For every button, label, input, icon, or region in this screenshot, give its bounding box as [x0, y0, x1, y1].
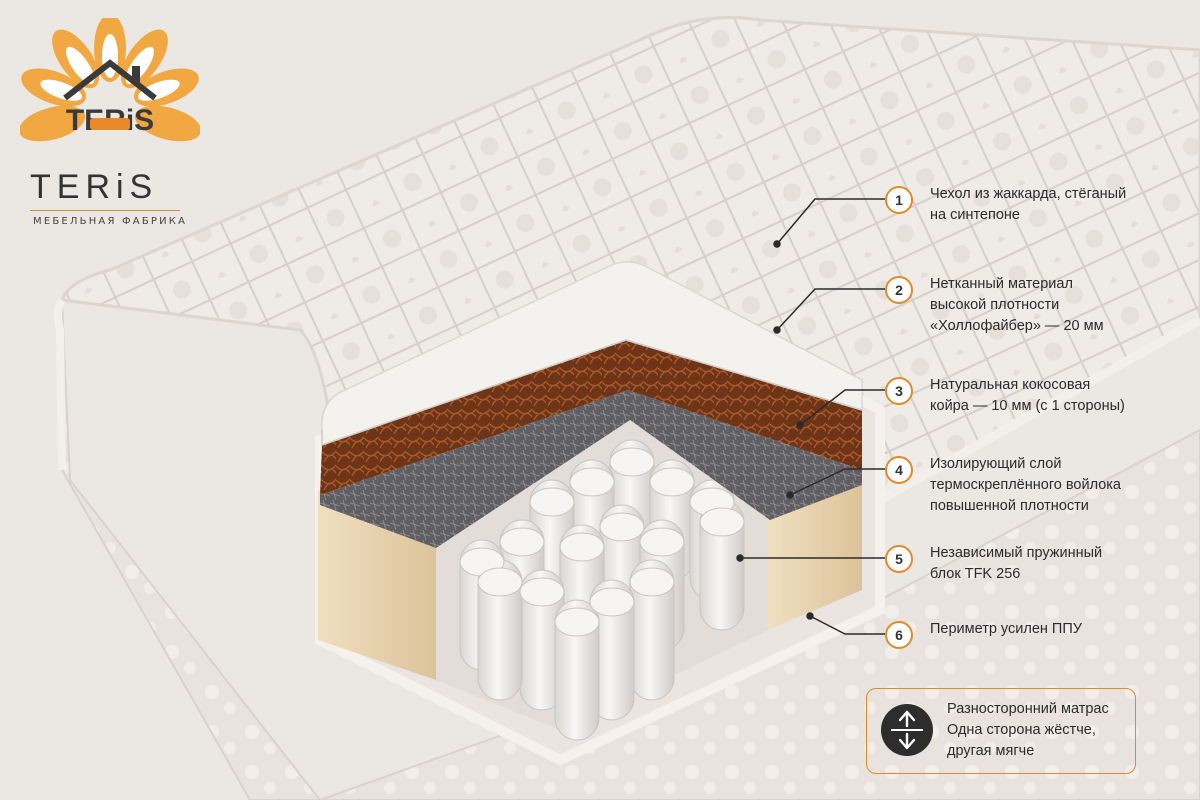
- flip-arrows-icon: [881, 704, 933, 756]
- brand-subtitle: МЕБЕЛЬНАЯ ФАБРИКА: [33, 216, 188, 227]
- brand-wordmark: TERiS: [30, 168, 159, 206]
- foam-perimeter-left: [318, 490, 436, 680]
- callout-text: Нетканный материал высокой плотности «Хо…: [930, 276, 1104, 334]
- coir-layer: [320, 340, 862, 495]
- mattress-top: [59, 16, 1200, 502]
- callout-text: Независимый пружинный блок TFK 256: [930, 545, 1103, 582]
- spring-block: [459, 439, 745, 741]
- callout-text: Изолирующий слой термоскреплённого войло…: [930, 456, 1121, 514]
- callout-number: 4: [885, 456, 913, 484]
- callout-number: 1: [885, 186, 913, 214]
- callout-number: 6: [885, 621, 913, 649]
- flower-logo-icon: TERiS: [18, 14, 202, 142]
- brand-logo: TERiS: [18, 14, 202, 238]
- callout-text: Чехол из жаккарда, стёганый на синтепоне: [930, 186, 1127, 223]
- callout-number: 3: [885, 377, 913, 405]
- reversible-note: Разносторонний матрас Одна сторона жёстч…: [866, 688, 1136, 774]
- callout-number: 2: [885, 276, 913, 304]
- brand-divider: [30, 210, 180, 211]
- callout-text: Натуральная кокосовая койра — 10 мм (с 1…: [930, 377, 1125, 414]
- leader-lines: [736, 198, 885, 635]
- felt-layer: [320, 390, 862, 548]
- callout-number: 5: [885, 545, 913, 573]
- note-text: Разносторонний матрас Одна сторона жёстч…: [947, 701, 1109, 759]
- callout-text: Периметр усилен ППУ: [930, 621, 1082, 637]
- mattress-side: [61, 299, 1200, 800]
- hollofiber-layer: [321, 261, 863, 447]
